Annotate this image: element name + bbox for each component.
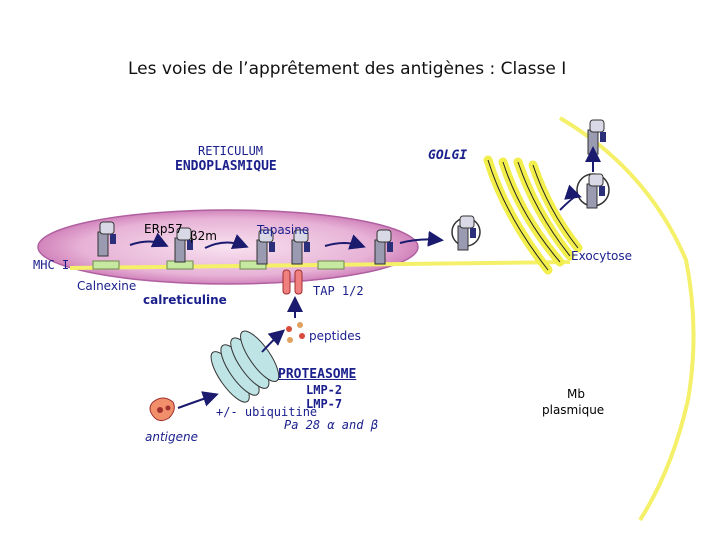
label-proteasome: PROTEASOME <box>278 367 357 382</box>
vesicle-mhc <box>457 215 477 251</box>
diagram-title: Les voies de l’apprêtement des antigènes… <box>128 59 567 79</box>
label-calnexine: Calnexine <box>77 279 137 293</box>
label-tap: TAP 1/2 <box>313 284 364 298</box>
arrow-er-1 <box>129 232 169 248</box>
arrow-er-3 <box>324 234 366 250</box>
antigen-symbol <box>149 397 175 422</box>
label-calreticuline: calreticuline <box>143 293 227 307</box>
label-mhc1: MHC I <box>33 258 70 272</box>
plasma-membrane <box>558 116 696 522</box>
calnexine-box-4 <box>317 260 345 270</box>
label-erp57: ERp57 <box>144 222 183 236</box>
arrow-proteasome-peptides <box>261 329 286 353</box>
arrow-er-golgi <box>399 230 444 247</box>
tap-channel-right <box>294 269 303 295</box>
label-b2m: β2m <box>190 229 217 243</box>
label-pa28: Pa 28 α and β <box>284 418 378 432</box>
peptide-4 <box>299 333 305 339</box>
label-ubiquitine: +/- ubiquitine <box>216 405 318 419</box>
calnexine-box-1 <box>92 260 120 270</box>
tap-channel-left <box>282 269 291 295</box>
arrow-antigen-proteasome <box>177 391 219 409</box>
arrow-er-2 <box>204 234 249 249</box>
label-antigene: antigene <box>145 430 198 444</box>
golgi-stack-edges <box>487 159 579 271</box>
label-golgi: GOLGI <box>428 148 468 163</box>
peptide-3 <box>287 337 293 343</box>
label-plasmique: plasmique <box>542 403 605 417</box>
label-lmp2: LMP-2 <box>306 383 343 397</box>
er-membrane <box>37 209 419 285</box>
peptide-2 <box>297 322 303 328</box>
calnexine-box-3 <box>239 260 267 270</box>
arrow-golgi-exo <box>559 184 582 211</box>
label-endoplasmique: ENDOPLASMIQUE <box>175 159 277 174</box>
label-mb: Mb <box>567 387 585 401</box>
label-lmp7: LMP-7 <box>306 397 343 411</box>
label-exocytose: Exocytose <box>571 249 633 263</box>
label-tapasine: Tapasine <box>257 223 310 237</box>
label-peptides: peptides <box>309 329 361 343</box>
proteasome <box>210 330 280 403</box>
peptide-1 <box>286 326 292 332</box>
label-reticulum: RETICULUM <box>198 144 264 158</box>
